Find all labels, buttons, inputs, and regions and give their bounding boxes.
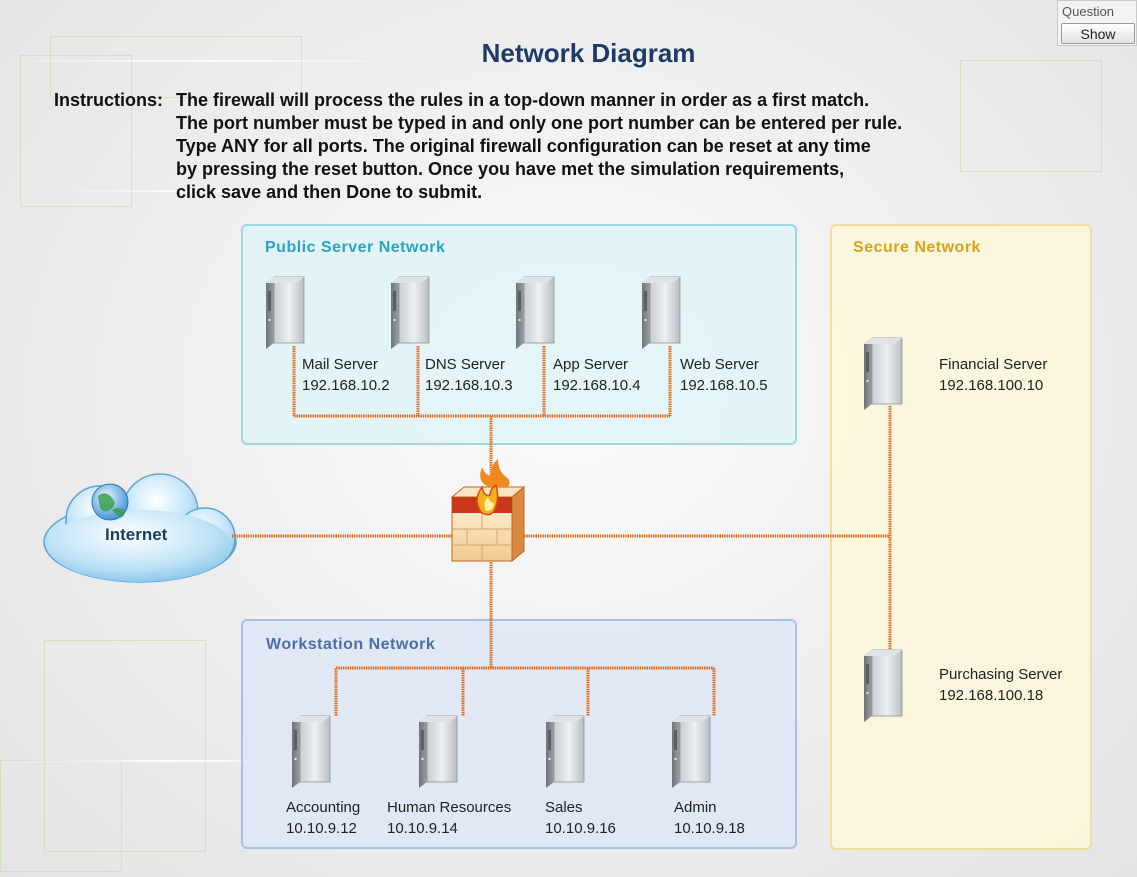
purchasing-server-icon xyxy=(863,649,903,723)
server-ip: 192.168.10.3 xyxy=(425,377,513,394)
web-server-icon xyxy=(641,276,681,350)
host-name: Admin xyxy=(674,799,717,816)
server-ip: 192.168.100.18 xyxy=(939,687,1044,704)
workstation-network-title: Workstation Network xyxy=(266,636,436,653)
firewall-icon xyxy=(450,459,526,563)
server-name: Financial Server xyxy=(939,356,1048,373)
host-ip: 10.10.9.14 xyxy=(387,820,458,837)
host-ip: 10.10.9.12 xyxy=(286,820,357,837)
show-question-button[interactable]: Show xyxy=(1061,23,1135,44)
human-resources-workstation-icon xyxy=(418,715,458,789)
internet-cloud-icon xyxy=(43,473,237,583)
instruction-line: The firewall will process the rules in a… xyxy=(176,90,870,110)
instruction-line: click save and then Done to submit. xyxy=(176,182,483,202)
server-name: Web Server xyxy=(680,356,759,373)
question-label: Question xyxy=(1062,4,1115,19)
app-server-icon xyxy=(515,276,555,350)
server-label: DNS Server 192.168.10.3 xyxy=(425,354,513,396)
host-name: Sales xyxy=(545,799,583,816)
server-name: Mail Server xyxy=(302,356,378,373)
admin-workstation-icon xyxy=(671,715,711,789)
host-ip: 10.10.9.16 xyxy=(545,820,616,837)
secure-network-title: Secure Network xyxy=(853,239,981,256)
dns-server-icon xyxy=(390,276,430,350)
question-panel: Question Show xyxy=(1057,0,1137,46)
host-label: Admin 10.10.9.18 xyxy=(674,797,745,839)
server-label: Purchasing Server 192.168.100.18 xyxy=(939,664,1062,706)
server-label: Financial Server 192.168.100.10 xyxy=(939,354,1047,396)
server-ip: 192.168.10.5 xyxy=(680,377,768,394)
host-name: Human Resources xyxy=(387,799,512,816)
financial-server-icon xyxy=(863,337,903,411)
public-network-title: Public Server Network xyxy=(265,239,446,256)
server-ip: 192.168.10.4 xyxy=(553,377,641,394)
host-label: Accounting 10.10.9.12 xyxy=(286,797,360,839)
server-name: DNS Server xyxy=(425,356,506,373)
server-label: Web Server 192.168.10.5 xyxy=(680,354,768,396)
host-name: Accounting xyxy=(286,799,361,816)
host-label: Human Resources 10.10.9.14 xyxy=(387,797,511,839)
server-label: Mail Server 192.168.10.2 xyxy=(302,354,390,396)
page-title: Network Diagram xyxy=(481,38,696,68)
server-ip: 192.168.10.2 xyxy=(302,377,390,394)
internet-label: Internet xyxy=(105,525,168,544)
host-ip: 10.10.9.18 xyxy=(674,820,745,837)
instruction-line: The port number must be typed in and onl… xyxy=(176,113,903,133)
server-ip: 192.168.100.10 xyxy=(939,377,1044,394)
mail-server-icon xyxy=(265,276,305,350)
host-label: Sales 10.10.9.16 xyxy=(545,797,616,839)
sales-workstation-icon xyxy=(545,715,585,789)
server-name: Purchasing Server xyxy=(939,666,1063,683)
server-name: App Server xyxy=(553,356,629,373)
server-label: App Server 192.168.10.4 xyxy=(553,354,641,396)
accounting-workstation-icon xyxy=(291,715,331,789)
instruction-line: by pressing the reset button. Once you h… xyxy=(176,159,845,179)
instruction-line: Type ANY for all ports. The original fir… xyxy=(176,136,871,156)
instructions-label: Instructions: xyxy=(54,90,164,110)
